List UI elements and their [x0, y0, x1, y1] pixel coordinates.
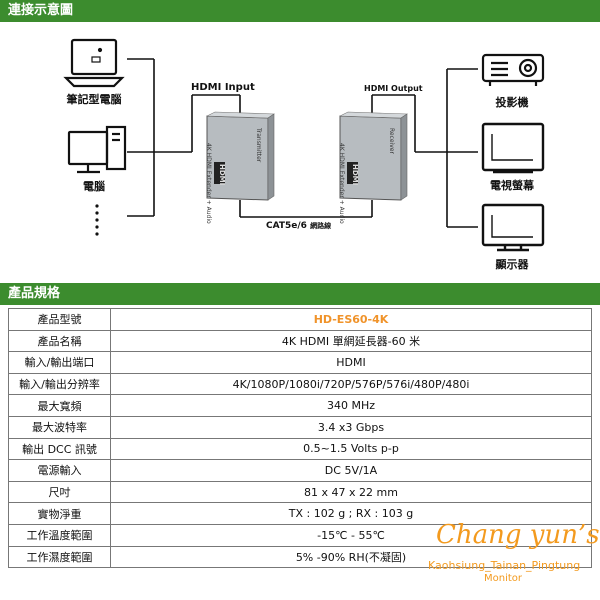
spec-value: HDMI [110, 351, 592, 374]
spec-key: 尺吋 [8, 480, 111, 504]
spec-key: 輸入/輸出分辨率 [8, 372, 111, 396]
rx-hdmi-logo: HDMI [351, 164, 359, 186]
spec-key: 輸出 DCC 訊號 [8, 437, 111, 461]
rx-model-text: 4K HDMI Extender + Audio [338, 143, 345, 224]
tx-model-text: 4K HDMI Extender + Audio [205, 143, 212, 224]
monitor-icon [481, 203, 545, 252]
spec-key: 工作濕度範圍 [8, 545, 111, 569]
spec-value: -15℃ - 55℃ [110, 523, 592, 547]
cable-label: CAT5e/6 網路線 [266, 221, 331, 231]
spec-key: 工作溫度範圍 [8, 523, 111, 547]
spec-value: DC 5V/1A [110, 459, 592, 482]
spec-value: 81 x 47 x 22 mm [110, 480, 592, 504]
pc-icon [67, 125, 127, 174]
monitor-label: 顯示器 [495, 258, 529, 271]
projector-icon [481, 53, 545, 86]
laptop-icon [63, 38, 125, 88]
tx-role-text: Transmitter [255, 128, 262, 163]
spec-key: 實物淨重 [8, 502, 111, 525]
spec-value: TX : 102 g ; RX : 103 g [110, 502, 592, 525]
section-banner-specs: 產品規格 [0, 283, 600, 305]
spec-key: 電源輸入 [8, 459, 111, 482]
diagram-lines [63, 38, 545, 252]
spec-value: 0.5~1.5 Volts p-p [110, 437, 592, 461]
laptop-label: 筆記型電腦 [66, 93, 122, 106]
projector-label: 投影機 [495, 96, 529, 109]
tv-icon [481, 122, 545, 174]
connection-diagram: 4K HDMI Extender + Audio Transmitter 4K … [0, 22, 600, 280]
spec-value: HD-ES60-4K [110, 308, 592, 331]
pc-label: 電腦 [83, 180, 105, 193]
spec-value: 3.4 x3 Gbps [110, 415, 592, 439]
spec-value: 4K HDMI 單網延長器-60 米 [110, 329, 592, 353]
watermark-brand: Chang yun’s [436, 520, 600, 550]
spec-row: 工作溫度範圍-15℃ - 55℃ [8, 523, 592, 547]
watermark-region: Kaohsiung_Tainan_Pingtung [428, 559, 581, 572]
hdmi-input-label: HDMI Input [191, 82, 255, 93]
rx-role-text: Receiver [388, 128, 395, 154]
cable-type-cn: 網路線 [310, 222, 332, 230]
cable-type: CAT5e/6 [266, 221, 307, 231]
section-banner-connection: 連接示意圖 [0, 0, 600, 22]
hdmi-output-label: HDMI Output [364, 84, 423, 93]
spec-key: 最大寬頻 [8, 394, 111, 417]
spec-value: 340 MHz [110, 394, 592, 417]
spec-value: 5% -90% RH(不凝固) [110, 545, 592, 569]
more-devices-dots [95, 204, 99, 236]
spec-key: 最大波特率 [8, 415, 111, 439]
tv-label: 電視螢幕 [490, 179, 534, 192]
receiver-device [339, 111, 408, 201]
spec-value: 4K/1080P/1080i/720P/576P/576i/480P/480i [110, 372, 592, 396]
spec-key: 產品名稱 [8, 329, 111, 353]
spec-key: 輸入/輸出端口 [8, 351, 111, 374]
transmitter-device [206, 111, 275, 201]
watermark-type: Monitor [484, 573, 523, 584]
tx-hdmi-logo: HDMI [218, 164, 226, 186]
spec-key: 產品型號 [8, 308, 111, 331]
